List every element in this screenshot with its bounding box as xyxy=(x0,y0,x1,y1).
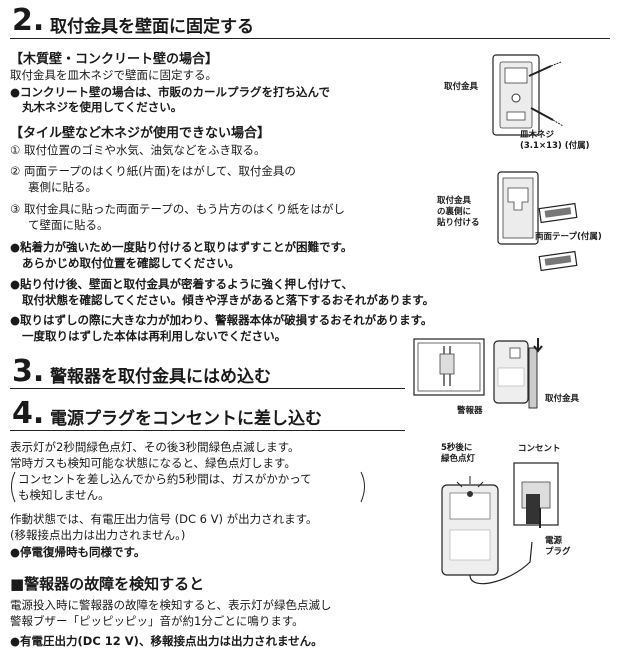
label-bracket: 取付金具 xyxy=(444,82,479,92)
section-3-number: 3. xyxy=(12,354,45,389)
adhesive-note-line2: あらかじめ取付位置を確認してください。 xyxy=(22,256,240,270)
label-outlet: コンセント xyxy=(518,444,561,454)
tile-step-2-line2: 裏側に貼る。 xyxy=(28,180,97,194)
bracket-screw-illustration xyxy=(492,54,564,136)
section-2-title: 取付金具を壁面に固定する xyxy=(50,17,254,37)
label-tape: 両面テープ(付属) xyxy=(535,232,602,242)
section-2-number: 2. xyxy=(12,3,45,38)
removal-note-line1: ●取りはずしの際に大きな力が加わり、警報器本体が破損するおそれがあります。 xyxy=(10,313,433,327)
label-back-line2: の裏側に xyxy=(437,207,472,217)
plug-in-illustration xyxy=(441,462,559,585)
fault-text-1: 電源投入時に警報器の故障を検知すると、表示灯が緑色点滅し xyxy=(10,598,332,612)
relay-output-text: (移報接点出力は出力されません。) xyxy=(10,528,186,542)
press-note-line1: ●貼り付け後、壁面と取付金具が密着するように強く押し付けて、 xyxy=(10,277,353,291)
section-3-rule xyxy=(10,388,405,389)
warmup-note-line1: コンセントを差し込んでから約5秒間は、ガスがかかって xyxy=(18,472,312,486)
label-plug-line2: プラグ xyxy=(545,547,571,557)
wood-wall-heading: 【木質壁・コンクリート壁の場合】 xyxy=(10,52,219,67)
fault-heading: ■警報器の故障を検知すると xyxy=(10,575,205,593)
tile-step-3-line1: ③ 取付金具に貼った両面テープの、もう片方のはくり紙をはがし xyxy=(10,202,345,216)
parenthesis-brackets xyxy=(11,471,365,503)
status-text-1: 表示灯が2秒間緑色点灯、その後3秒間緑色点滅します。 xyxy=(10,440,300,454)
alarm-mounting-illustration xyxy=(413,338,543,409)
fault-text-2: 警報ブザー「ピッピッピッ」音が約1分ごとに鳴ります。 xyxy=(10,614,304,628)
adhesive-note-line1: ●粘着力が強いため一度貼り付けると取りはずすことが困難です。 xyxy=(10,240,353,254)
label-plug-line1: 電源 xyxy=(545,536,563,546)
tile-step-1: ① 取付位置のゴミや水気、油気などをふき取る。 xyxy=(10,143,266,157)
label-back-line1: 取付金具 xyxy=(437,196,472,206)
concrete-note-line2: 丸木ネジを使用してください。 xyxy=(22,100,183,114)
label-5sec-line2: 緑色点灯 xyxy=(441,454,476,464)
section-4-rule xyxy=(10,430,405,431)
label-5sec-line1: 5秒後に xyxy=(441,443,473,453)
tile-wall-heading: 【タイル壁など木ネジが使用できない場合】 xyxy=(10,126,271,141)
tile-step-3-line2: て壁面に貼る。 xyxy=(28,218,109,232)
label-alarm: 警報器 xyxy=(457,406,483,416)
label-back-line3: 貼り付ける xyxy=(437,218,480,228)
label-screw-line1: 皿木ネジ xyxy=(520,130,555,140)
section-2-rule xyxy=(10,38,610,39)
warmup-note-line2: も検知しません。 xyxy=(18,488,110,502)
status-text-2: 常時ガスも検知可能な状態になると、緑色点灯します。 xyxy=(10,456,296,470)
label-screw-line2: (3.1×13) (付属) xyxy=(520,141,590,151)
press-note-line2: 取付状態を確認してください。傾きや浮きがあると落下するおそれがあります。 xyxy=(22,293,435,307)
tile-step-2-line1: ② 両面テープのはくり紙(片面)をはがして、取付金具の xyxy=(10,164,296,178)
concrete-note-line1: ●コンクリート壁の場合は、市販のカールプラグを打ち込んで xyxy=(10,85,330,99)
power-recovery-note: ●停電復帰時も同様です。 xyxy=(10,545,146,559)
section-4-title: 電源プラグをコンセントに差し込む xyxy=(50,409,322,429)
section-3-title: 警報器を取付金具にはめ込む xyxy=(50,367,271,387)
section-4-number: 4. xyxy=(12,396,45,431)
tape-application-illustration xyxy=(497,171,578,272)
removal-note-line2: 一度取りはずした本体は再利用しないでください。 xyxy=(22,329,287,343)
wood-wall-text: 取付金具を皿木ネジで壁面に固定する。 xyxy=(10,68,217,82)
fault-note: ●有電圧出力(DC 12 V)、移報接点出力は出力されません。 xyxy=(10,634,323,648)
label-bracket-2: 取付金具 xyxy=(545,394,580,404)
output-signal-text: 作動状態では、有電圧出力信号 (DC 6 V) が出力されます。 xyxy=(10,512,318,526)
